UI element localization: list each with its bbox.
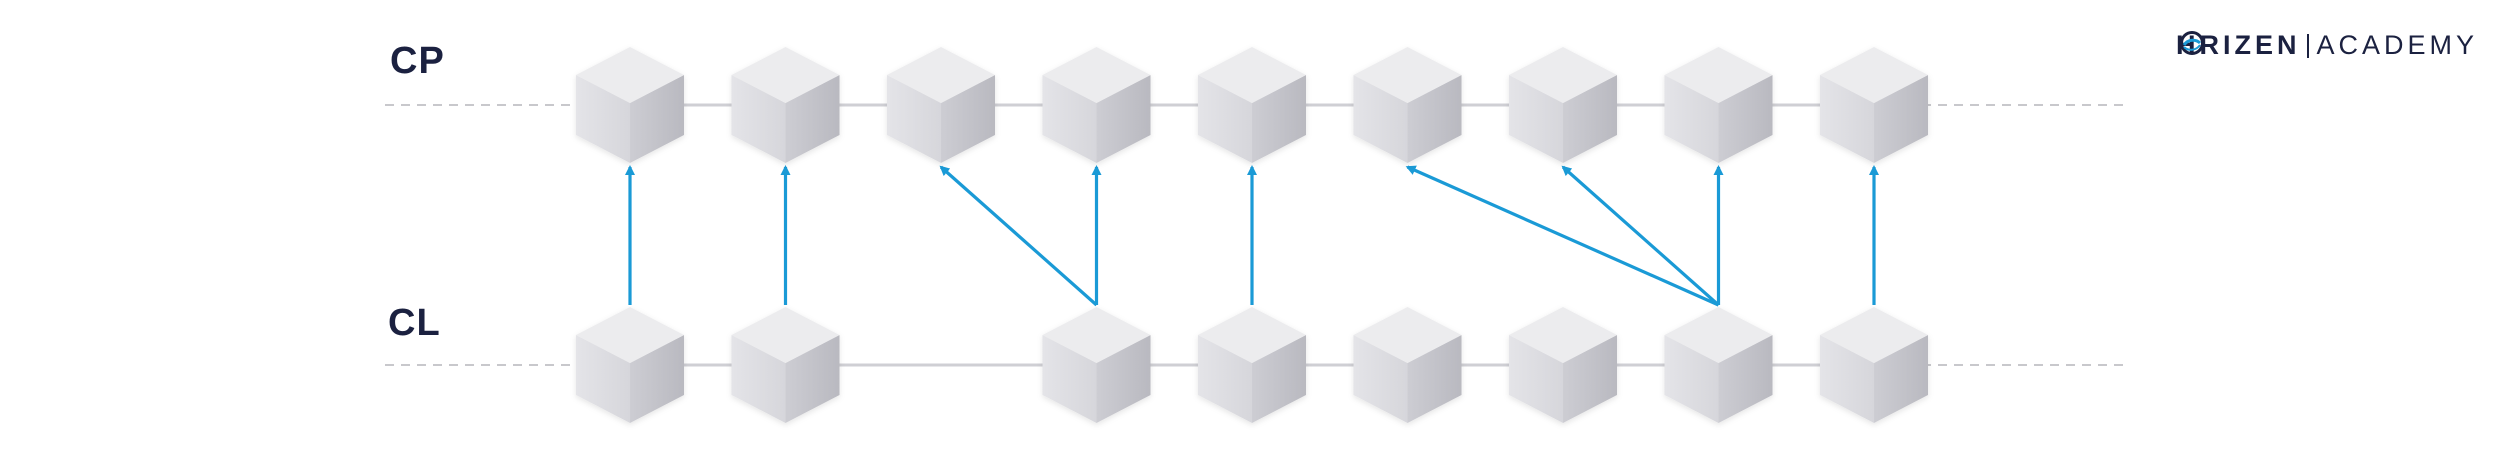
cl-block-8 <box>1664 307 1773 423</box>
cl-block-7-right-face <box>1563 335 1617 423</box>
cp-block-8 <box>1664 47 1773 163</box>
cp-block-1-top-face <box>576 47 684 103</box>
cp-block-3-right-face <box>941 75 995 163</box>
cp-block-3-top-face <box>887 47 995 103</box>
cp-block-5 <box>1198 47 1306 163</box>
cl-block-4 <box>1042 307 1151 423</box>
cp-block-8-top-face <box>1664 47 1773 103</box>
cl-block-9-right-face <box>1874 335 1928 423</box>
cl-block-7-top-face <box>1509 307 1617 363</box>
cp-block-6-top-face <box>1353 47 1462 103</box>
cl-block-4-left-face <box>1042 335 1097 423</box>
cl-row-label: CL <box>388 302 441 344</box>
cl-block-2-top-face <box>731 307 840 363</box>
cp-block-4-right-face <box>1096 75 1151 163</box>
cp-block-3-left-face <box>887 75 941 163</box>
logo-academy: ACADEMY <box>2316 30 2479 60</box>
cl-block-7-left-face <box>1509 335 1563 423</box>
cl-block-2 <box>731 307 840 423</box>
cp-block-8-left-face <box>1664 75 1719 163</box>
cp-block-5-left-face <box>1198 75 1252 163</box>
cp-block-4 <box>1042 47 1151 163</box>
cp-block-2 <box>731 47 840 163</box>
cp-block-7-right-face <box>1563 75 1617 163</box>
cl-block-6-top-face <box>1353 307 1462 363</box>
horizen-academy-logo: H RIZEN ACADEMY <box>2176 30 2478 61</box>
horizen-o-icon <box>2180 31 2204 55</box>
logo-word: RIZEN <box>2199 30 2301 60</box>
cl-block-9 <box>1820 307 1928 423</box>
cp-block-7-left-face <box>1509 75 1563 163</box>
pointer-arrow-5 <box>1405 165 1720 307</box>
cp-block-1-right-face <box>630 75 684 163</box>
cl-block-1-right-face <box>630 335 684 423</box>
cp-block-4-left-face <box>1042 75 1097 163</box>
cp-block-9-top-face <box>1820 47 1928 103</box>
cl-block-4-top-face <box>1042 307 1151 363</box>
cp-block-4-top-face <box>1042 47 1151 103</box>
cp-block-1-left-face <box>576 75 630 163</box>
cl-block-5-top-face <box>1198 307 1306 363</box>
cl-block-8-right-face <box>1718 335 1773 423</box>
cl-block-8-top-face <box>1664 307 1773 363</box>
cp-block-5-right-face <box>1252 75 1306 163</box>
cl-block-1-left-face <box>576 335 630 423</box>
pointer-arrow-6 <box>1561 165 1720 307</box>
cl-block-7 <box>1509 307 1617 423</box>
cp-row-label: CP <box>390 40 445 82</box>
cl-block-6-left-face <box>1353 335 1408 423</box>
cp-block-1 <box>576 47 684 163</box>
cp-block-2-left-face <box>731 75 786 163</box>
cl-block-1 <box>576 307 684 423</box>
cl-block-5 <box>1198 307 1306 423</box>
cp-block-5-top-face <box>1198 47 1306 103</box>
cl-block-5-left-face <box>1198 335 1252 423</box>
cp-block-9-right-face <box>1874 75 1928 163</box>
cl-block-6 <box>1353 307 1462 423</box>
cl-block-4-right-face <box>1096 335 1151 423</box>
cp-block-6-left-face <box>1353 75 1408 163</box>
cp-block-8-right-face <box>1718 75 1773 163</box>
cp-block-2-right-face <box>785 75 840 163</box>
cp-block-9-left-face <box>1820 75 1874 163</box>
logo-divider <box>2306 33 2309 58</box>
cl-block-9-left-face <box>1820 335 1874 423</box>
cl-block-2-right-face <box>785 335 840 423</box>
pointer-arrow-2 <box>939 165 1098 307</box>
cp-block-2-top-face <box>731 47 840 103</box>
cp-block-7-top-face <box>1509 47 1617 103</box>
cl-block-1-top-face <box>576 307 684 363</box>
cp-block-9 <box>1820 47 1928 163</box>
cp-block-6 <box>1353 47 1462 163</box>
cp-block-7 <box>1509 47 1617 163</box>
cl-block-9-top-face <box>1820 307 1928 363</box>
cl-block-6-right-face <box>1407 335 1462 423</box>
cl-block-2-left-face <box>731 335 786 423</box>
cp-block-6-right-face <box>1407 75 1462 163</box>
cp-block-3 <box>887 47 995 163</box>
cl-block-8-left-face <box>1664 335 1719 423</box>
cl-block-5-right-face <box>1252 335 1306 423</box>
